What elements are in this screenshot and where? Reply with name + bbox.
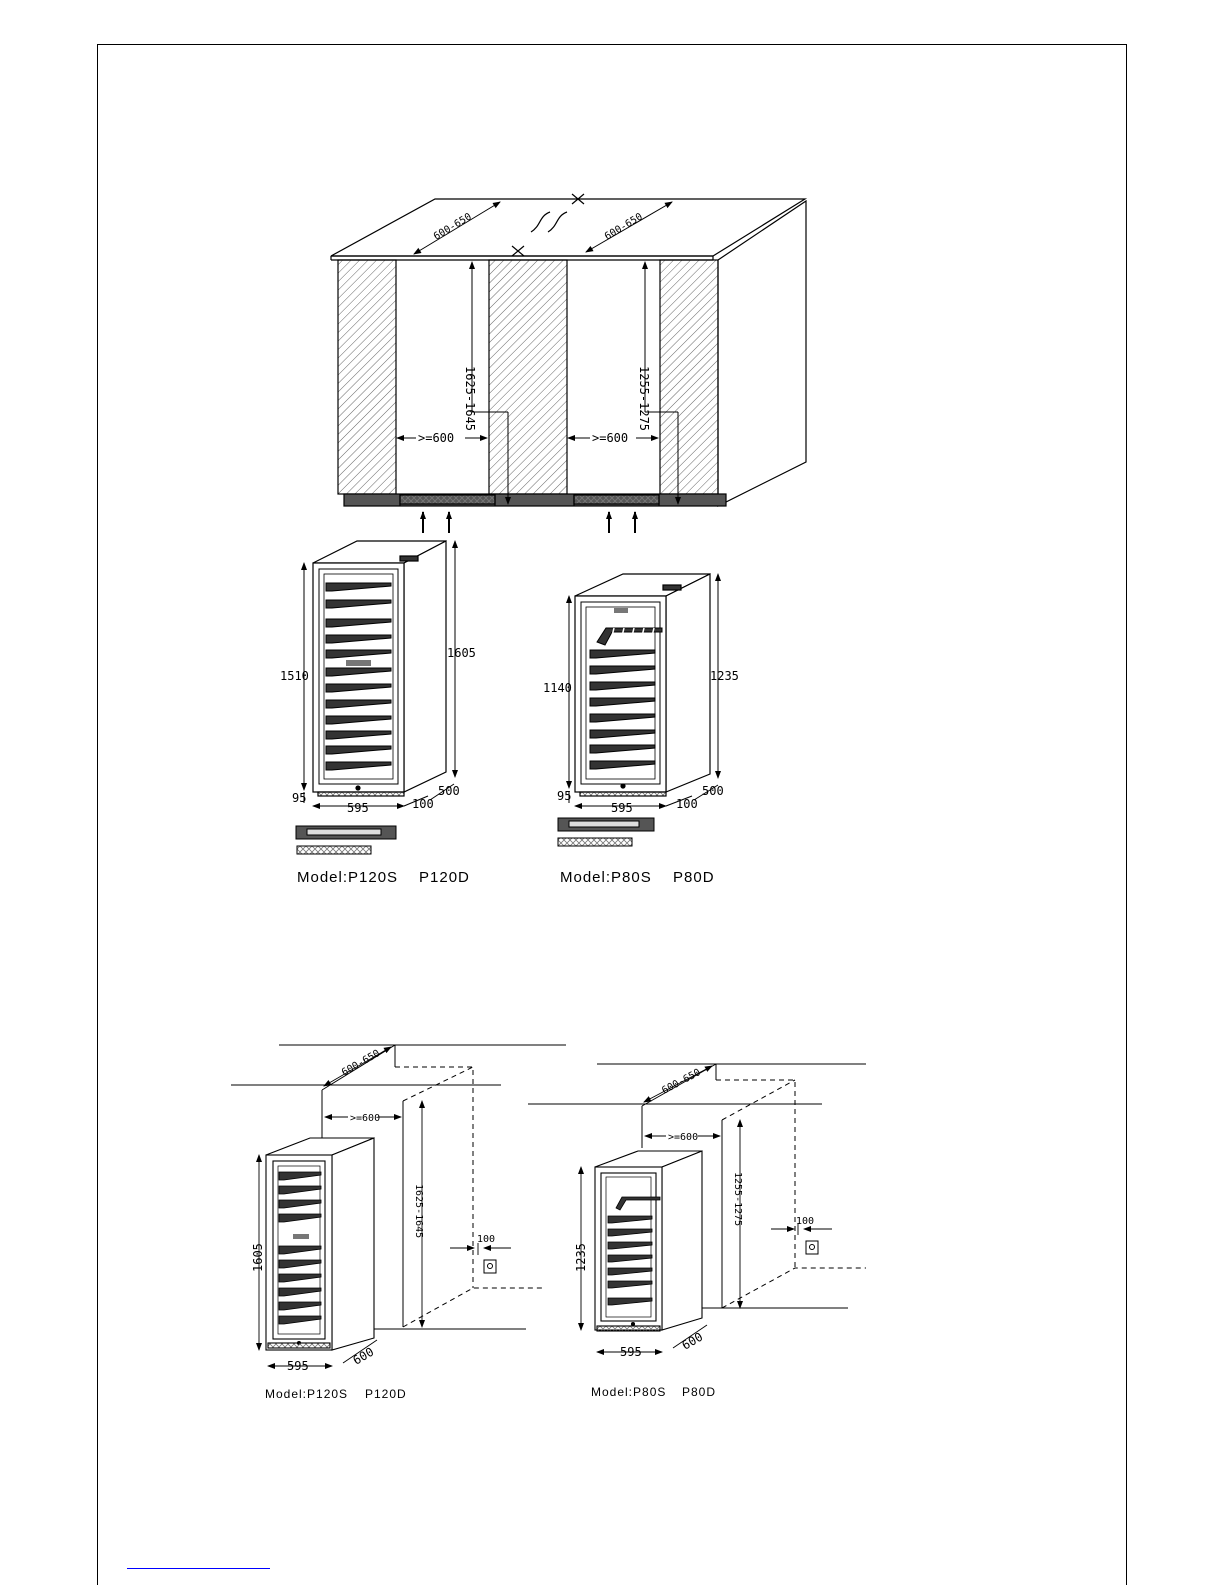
p120-width: 595 [347, 801, 369, 815]
p120-model-variant: P120D [419, 869, 470, 886]
p80-height-body: 1140 [543, 681, 572, 695]
p120-display-panel [346, 660, 371, 666]
p120-gap: 100 [412, 797, 434, 811]
bl-height-unit: 1605 [251, 1243, 265, 1272]
bottom-left-display [293, 1234, 309, 1239]
bl-unit-width: 595 [287, 1359, 309, 1373]
p80-display-panel [614, 608, 628, 613]
top-width-right: >=600 [592, 431, 628, 445]
p120-model-label: Model:P120S [297, 869, 398, 886]
bl-width: >=600 [350, 1113, 380, 1124]
bl-model-variant: P120D [365, 1387, 407, 1401]
br-height-unit: 1235 [574, 1243, 588, 1272]
p80-height-total: 1235 [710, 669, 739, 683]
bl-depth: 600-650 [340, 1048, 382, 1079]
br-height-niche: 1255-1275 [732, 1172, 743, 1226]
p120-plinth-parts [296, 826, 396, 854]
p120-height-total: 1605 [447, 646, 476, 660]
br-unit-width: 595 [620, 1345, 642, 1359]
br-socket-gap: 100 [796, 1216, 814, 1227]
top-width-left: >=600 [418, 431, 454, 445]
p120-base: 95 [292, 791, 306, 805]
p80-width: 595 [611, 801, 633, 815]
bl-model-label: Model:P120S [265, 1387, 348, 1401]
bl-unit-depth: 600 [351, 1345, 377, 1368]
p120-depth: 500 [438, 784, 460, 798]
top-cabinet [331, 199, 806, 506]
top-height-right: 1255-1275 [637, 366, 651, 431]
br-width: >=600 [668, 1132, 698, 1143]
p120-height-body: 1510 [280, 669, 309, 683]
br-model-label: Model:P80S [591, 1385, 666, 1399]
p80-model-label: Model:P80S [560, 869, 652, 886]
p80-depth: 500 [702, 784, 724, 798]
p80-base: 95 [557, 789, 571, 803]
p80-gap: 100 [676, 797, 698, 811]
bottom-left-socket [484, 1260, 496, 1273]
p80-plinth-parts [558, 818, 654, 846]
br-depth: 600-650 [660, 1067, 702, 1097]
bl-height-niche: 1625-1645 [413, 1184, 424, 1238]
bottom-right-socket [806, 1241, 818, 1254]
bl-socket-gap: 100 [477, 1234, 495, 1245]
br-unit-depth: 600 [680, 1330, 706, 1353]
br-model-variant: P80D [682, 1385, 716, 1399]
p80-model-variant: P80D [673, 869, 715, 886]
top-height-left: 1625-1645 [463, 366, 477, 431]
